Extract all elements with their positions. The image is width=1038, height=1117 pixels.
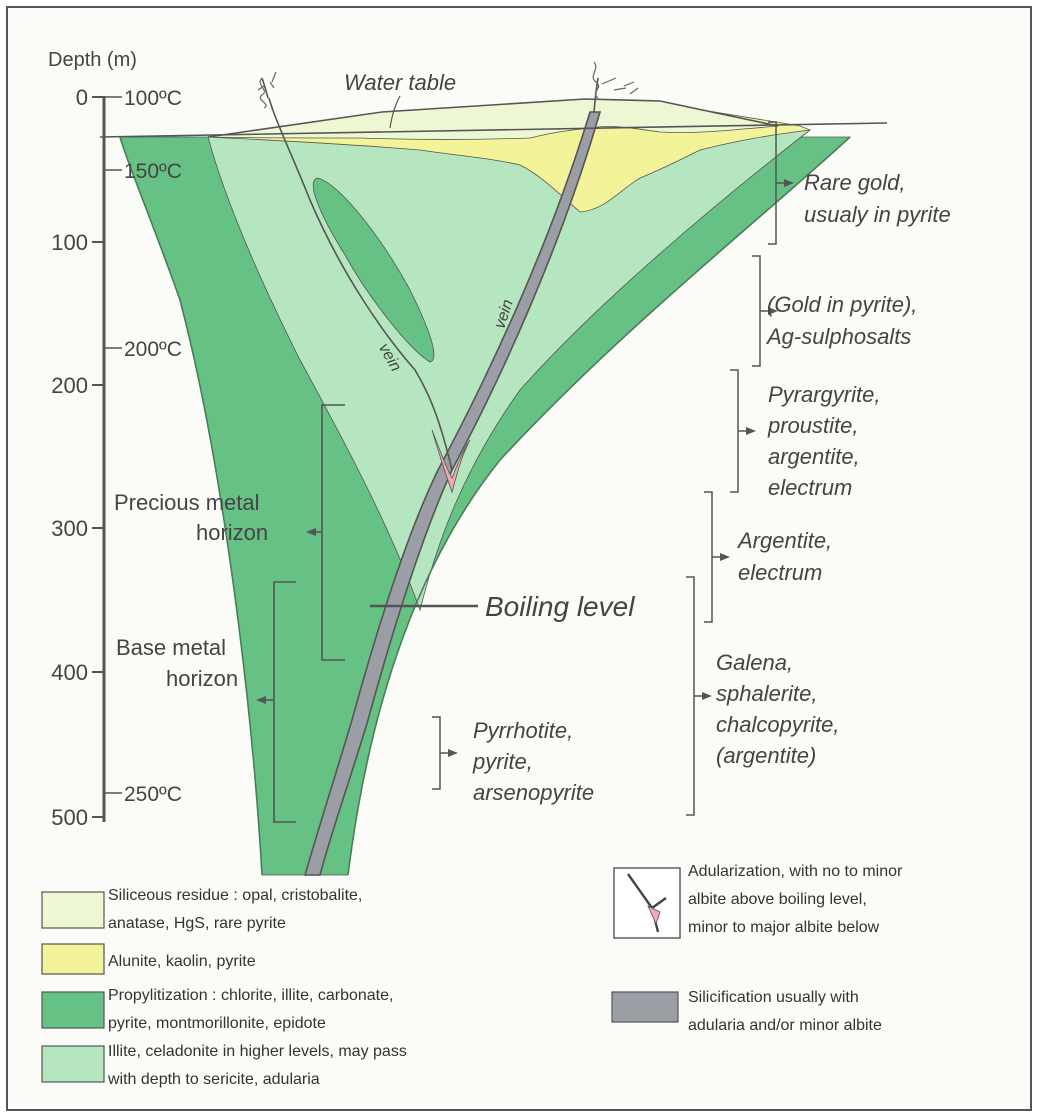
mineral-note: Galena, sphalerite, chalcopyrite, (argentit… bbox=[686, 577, 840, 815]
note-arrow bbox=[702, 692, 712, 700]
water-table-label: Water table bbox=[344, 70, 456, 95]
legend-item-adularization: Adularization, with no to minor albite ab… bbox=[614, 863, 903, 938]
mineral-note: Pyrargyrite, proustite, argentite, electrum bbox=[730, 370, 880, 500]
axis-title: Depth (m) bbox=[48, 49, 137, 71]
mineral-note-line: (Gold in pyrite), bbox=[767, 292, 917, 317]
legend-swatch bbox=[42, 944, 104, 974]
legend-swatch bbox=[614, 868, 680, 938]
precious-horizon-line2: horizon bbox=[196, 520, 268, 545]
legend-text-line: Silicification usually with bbox=[688, 989, 859, 1006]
mineral-note-line: proustite, bbox=[767, 413, 859, 438]
temperature-label: 100ºC bbox=[124, 87, 182, 110]
mineral-note-line: electrum bbox=[738, 560, 822, 585]
boiling-level-label: Boiling level bbox=[485, 591, 635, 622]
legend-text-line: minor to major albite below bbox=[688, 919, 880, 936]
legend-text-line: pyrite, montmorillonite, epidote bbox=[108, 1015, 326, 1032]
legend-item-silicification: Silicification usually with adularia and/… bbox=[612, 989, 882, 1034]
precious-horizon-line1: Precious metal bbox=[114, 490, 260, 515]
mineral-note-line: Galena, bbox=[716, 650, 793, 675]
legend-text-line: with depth to sericite, adularia bbox=[107, 1071, 320, 1088]
mineral-note: Argentite, electrum bbox=[704, 492, 832, 622]
legend: Siliceous residue : opal, cristobalite, a… bbox=[42, 863, 903, 1088]
note-bracket bbox=[686, 577, 704, 815]
note-arrow bbox=[746, 427, 756, 435]
legend-text-line: Alunite, kaolin, pyrite bbox=[108, 953, 256, 970]
note-bracket bbox=[432, 717, 450, 789]
axis-tick-label-500: 500 bbox=[51, 805, 88, 830]
mineral-note-line: electrum bbox=[768, 475, 852, 500]
axis-tick-label-400: 400 bbox=[51, 660, 88, 685]
mineral-note-line: usualy in pyrite bbox=[804, 202, 951, 227]
temperature-label: 200ºC bbox=[124, 338, 182, 361]
mineral-note-line: sphalerite, bbox=[716, 681, 818, 706]
mineral-note-line: arsenopyrite bbox=[473, 780, 594, 805]
legend-item-alunite: Alunite, kaolin, pyrite bbox=[42, 944, 256, 974]
note-arrow bbox=[720, 553, 730, 561]
temperature-label: 150ºC bbox=[124, 160, 182, 183]
legend-text-line: Illite, celadonite in higher levels, may… bbox=[108, 1043, 407, 1060]
depth-axis: Depth (m) 0 100 200 300 400 500 100ºC 150ºC 200… bbox=[48, 49, 182, 830]
axis-tick-label-100: 100 bbox=[51, 230, 88, 255]
base-horizon-line1: Base metal bbox=[116, 635, 226, 660]
axis-ticks: 0 100 200 300 400 500 bbox=[51, 85, 104, 830]
mineral-note-line: pyrite, bbox=[472, 749, 533, 774]
mineral-note-line: Pyrargyrite, bbox=[768, 382, 880, 407]
base-horizon-line2: horizon bbox=[166, 666, 238, 691]
legend-text-line: Adularization, with no to minor bbox=[688, 863, 903, 880]
legend-swatch bbox=[42, 892, 104, 928]
mineral-note-line: Ag-sulphosalts bbox=[765, 324, 911, 349]
legend-swatch bbox=[42, 992, 104, 1028]
mineral-note-line: Argentite, bbox=[736, 528, 832, 553]
temperature-label: 250ºC bbox=[124, 783, 182, 806]
legend-text-line: anatase, HgS, rare pyrite bbox=[108, 915, 286, 932]
mineral-note: (Gold in pyrite), Ag-sulphosalts bbox=[752, 256, 917, 366]
mineral-note-line: Pyrrhotite, bbox=[473, 718, 573, 743]
axis-tick-label-200: 200 bbox=[51, 373, 88, 398]
mineral-note-line: argentite, bbox=[768, 444, 860, 469]
mineral-note: Pyrrhotite, pyrite, arsenopyrite bbox=[432, 717, 594, 805]
note-bracket bbox=[704, 492, 722, 622]
legend-item-illite: Illite, celadonite in higher levels, may… bbox=[42, 1043, 407, 1088]
legend-item-siliceous: Siliceous residue : opal, cristobalite, a… bbox=[42, 887, 362, 932]
note-arrow bbox=[448, 749, 458, 757]
legend-item-propylitization: Propylitization : chlorite, illite, carb… bbox=[42, 987, 393, 1032]
right-sinter-branches bbox=[602, 78, 638, 94]
mineral-note-line: Rare gold, bbox=[804, 170, 906, 195]
legend-text-line: albite above boiling level, bbox=[688, 891, 867, 908]
axis-tick-label-300: 300 bbox=[51, 516, 88, 541]
legend-text-line: Siliceous residue : opal, cristobalite, bbox=[108, 887, 362, 904]
legend-text-line: adularia and/or minor albite bbox=[688, 1017, 882, 1034]
legend-text-line: Propylitization : chlorite, illite, carb… bbox=[108, 987, 393, 1004]
legend-swatch bbox=[42, 1046, 104, 1082]
note-bracket bbox=[730, 370, 748, 492]
mineral-note-line: chalcopyrite, bbox=[716, 712, 840, 737]
legend-swatch bbox=[612, 992, 678, 1022]
mineral-note-line: (argentite) bbox=[716, 743, 816, 768]
axis-tick-label-0: 0 bbox=[76, 85, 88, 110]
